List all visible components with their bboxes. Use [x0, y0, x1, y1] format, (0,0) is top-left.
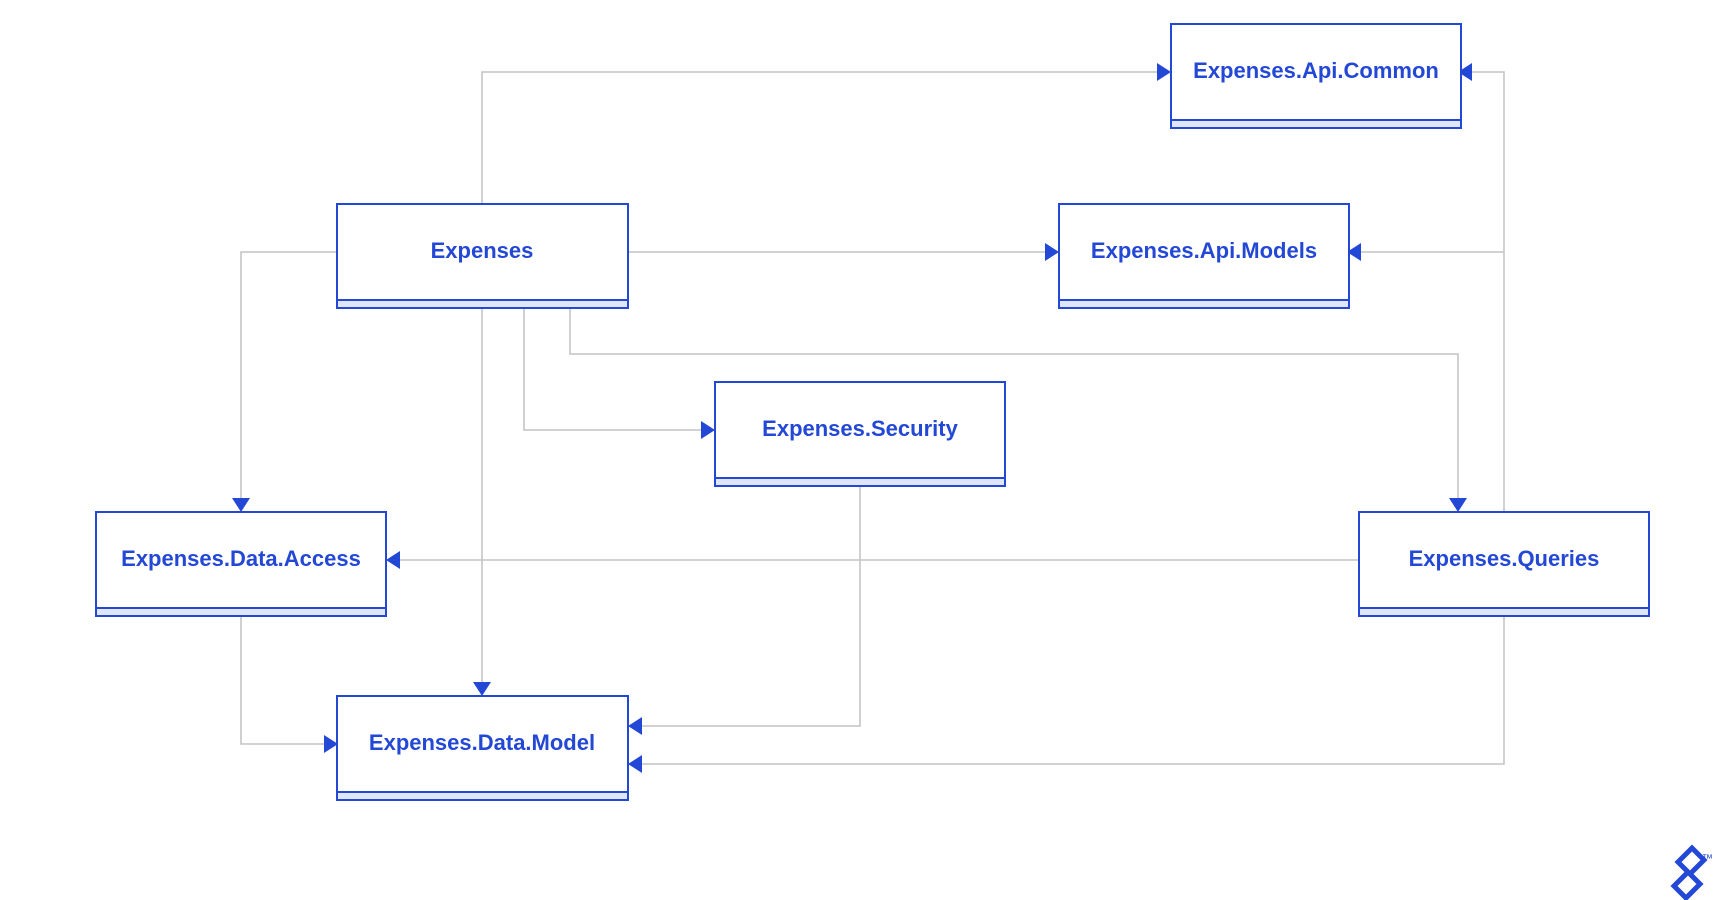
edge-layer — [232, 63, 1505, 773]
arrowhead-expenses-to-data-access — [232, 498, 250, 512]
edge-expenses-to-security — [523, 308, 701, 431]
node-expenses[interactable]: Expenses — [336, 203, 629, 309]
node-footer-band — [1358, 607, 1650, 617]
arrowhead-expenses-to-data-model — [473, 682, 491, 696]
edge-queries-to-api-common — [1472, 71, 1505, 512]
arrowhead-queries-to-data-model — [628, 755, 642, 773]
edge-expenses-to-data-access — [240, 251, 336, 498]
node-label: Expenses.Api.Common — [1193, 58, 1439, 83]
arrowhead-expenses-to-api-models — [1045, 243, 1059, 261]
edge-queries-to-data-model — [642, 616, 1505, 765]
toptal-logo-icon: ™ — [1670, 844, 1713, 900]
node-footer-band — [336, 299, 629, 309]
node-layer: Expenses.Api.Common Expenses Expenses.Ap… — [95, 23, 1650, 801]
node-data-access[interactable]: Expenses.Data.Access — [95, 511, 387, 617]
node-label: Expenses — [431, 238, 534, 263]
node-footer-band — [1058, 299, 1350, 309]
node-label: Expenses.Data.Access — [121, 546, 361, 571]
node-box — [714, 381, 1006, 487]
node-box — [95, 511, 387, 617]
node-box — [1358, 511, 1650, 617]
arrowhead-data-access-to-data-model — [324, 735, 338, 753]
arrowhead-queries-to-api-common — [1458, 63, 1472, 81]
node-label: Expenses.Data.Model — [369, 730, 595, 755]
arrowhead-expenses-to-queries — [1449, 498, 1467, 512]
edge-expenses-to-api-common — [481, 71, 1157, 203]
arrowhead-expenses-to-security — [701, 421, 715, 439]
edge-expenses-to-queries — [569, 308, 1459, 498]
node-box — [336, 695, 629, 801]
node-box — [1058, 203, 1350, 309]
edge-security-to-data-model — [642, 486, 861, 727]
node-api-models[interactable]: Expenses.Api.Models — [1058, 203, 1350, 309]
node-footer-band — [714, 477, 1006, 487]
node-label: Expenses.Queries — [1409, 546, 1600, 571]
trademark-symbol: ™ — [1702, 853, 1713, 865]
node-footer-band — [336, 791, 629, 801]
node-label: Expenses.Security — [762, 416, 958, 441]
node-label: Expenses.Api.Models — [1091, 238, 1317, 263]
node-api-common[interactable]: Expenses.Api.Common — [1170, 23, 1462, 129]
node-footer-band — [95, 607, 387, 617]
node-data-model[interactable]: Expenses.Data.Model — [336, 695, 629, 801]
arrowhead-queries-to-data-access — [386, 551, 400, 569]
node-box — [1170, 23, 1462, 129]
arrowhead-expenses-to-api-common — [1157, 63, 1171, 81]
node-footer-band — [1170, 119, 1462, 129]
arrowhead-security-to-data-model — [628, 717, 642, 735]
node-security[interactable]: Expenses.Security — [714, 381, 1006, 487]
node-box — [336, 203, 629, 309]
edge-data-access-to-data-model — [240, 616, 324, 745]
node-queries[interactable]: Expenses.Queries — [1358, 511, 1650, 617]
arrowhead-queries-to-api-models — [1347, 243, 1361, 261]
